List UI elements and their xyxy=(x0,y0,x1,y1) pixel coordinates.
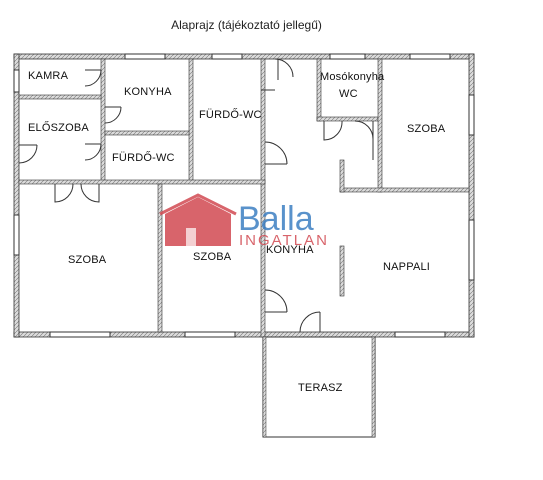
label-eloszoba: ELŐSZOBA xyxy=(28,120,89,134)
label-mosokonyha-wc: WC xyxy=(339,88,358,100)
doors xyxy=(18,58,374,333)
label-szoba-right: SZOBA xyxy=(407,123,446,135)
plan-title: Alaprajz (tájékoztató jellegű) xyxy=(171,18,322,32)
label-terasz: TERASZ xyxy=(298,382,343,394)
house-icon xyxy=(165,197,231,246)
label-konyha-top: KONYHA xyxy=(124,86,172,98)
watermark-logo: Balla INGATLAN xyxy=(159,193,329,249)
label-furdo-wc-small: FÜRDŐ-WC xyxy=(112,150,175,164)
label-konyha-mid: KONYHA xyxy=(266,244,314,256)
label-szoba-mid: SZOBA xyxy=(193,251,232,263)
watermark-brand: Balla xyxy=(238,200,314,238)
interior-walls xyxy=(18,58,470,338)
watermark-sub: INGATLAN xyxy=(239,232,329,249)
room-labels: KAMRA KONYHA ELŐSZOBA FÜRDŐ-WC FÜRDŐ-WC … xyxy=(28,70,446,394)
label-szoba-left: SZOBA xyxy=(68,254,107,266)
terrace-outline xyxy=(262,336,376,438)
outer-walls xyxy=(13,53,475,338)
label-mosokonyha: Mosókonyha xyxy=(320,71,385,83)
windows xyxy=(13,53,475,338)
label-nappali: NAPPALI xyxy=(383,261,430,273)
label-furdo-wc: FÜRDŐ-WC xyxy=(199,107,262,121)
label-kamra: KAMRA xyxy=(28,70,69,82)
